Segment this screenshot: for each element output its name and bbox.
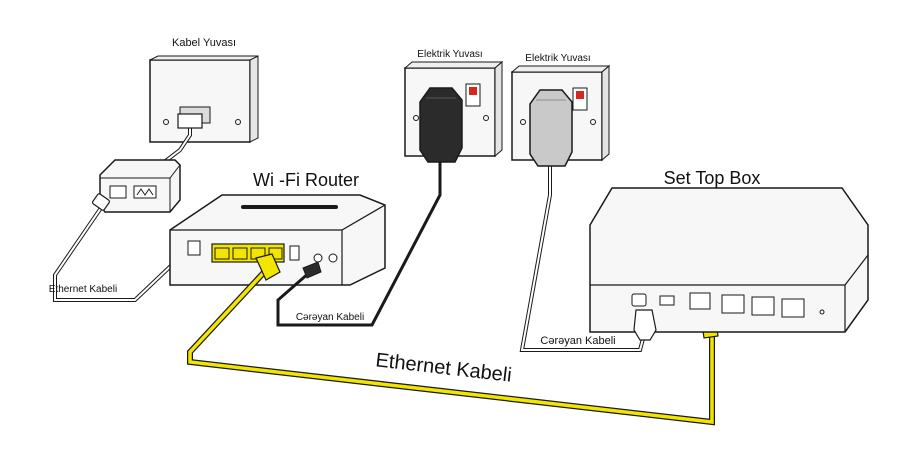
cable-wall-socket <box>149 55 259 143</box>
stb-power-cable-label: Cərəyan Kabeli <box>540 335 615 347</box>
splitter-box <box>99 159 181 213</box>
set-top-box-label: Set Top Box <box>664 168 761 188</box>
ethernet-plug-router-icon <box>255 253 281 281</box>
black-power-adapter <box>419 87 463 163</box>
grey-power-adapter <box>529 89 573 167</box>
power-socket-1-label: Elektrik Yuvası <box>417 49 482 60</box>
power-socket-2-label: Elektrik Yuvası <box>525 53 590 64</box>
router-power-cable-label: Cərəyan Kabeli <box>296 312 364 323</box>
main-ethernet-cable-label: Ethernet Kabeli <box>374 349 512 386</box>
router-label: Wi -Fi Router <box>253 170 359 190</box>
set-top-box <box>589 187 869 333</box>
cable-socket-label: Kabel Yuvası <box>172 37 236 49</box>
small-ethernet-cable-label: Ethernet Kabeli <box>49 284 117 295</box>
coax-plug-icon <box>177 113 203 129</box>
wifi-router <box>169 194 386 286</box>
router-power-cable <box>276 160 442 327</box>
stb-power-plug-icon <box>633 309 657 341</box>
main-ethernet-cable <box>188 266 714 424</box>
